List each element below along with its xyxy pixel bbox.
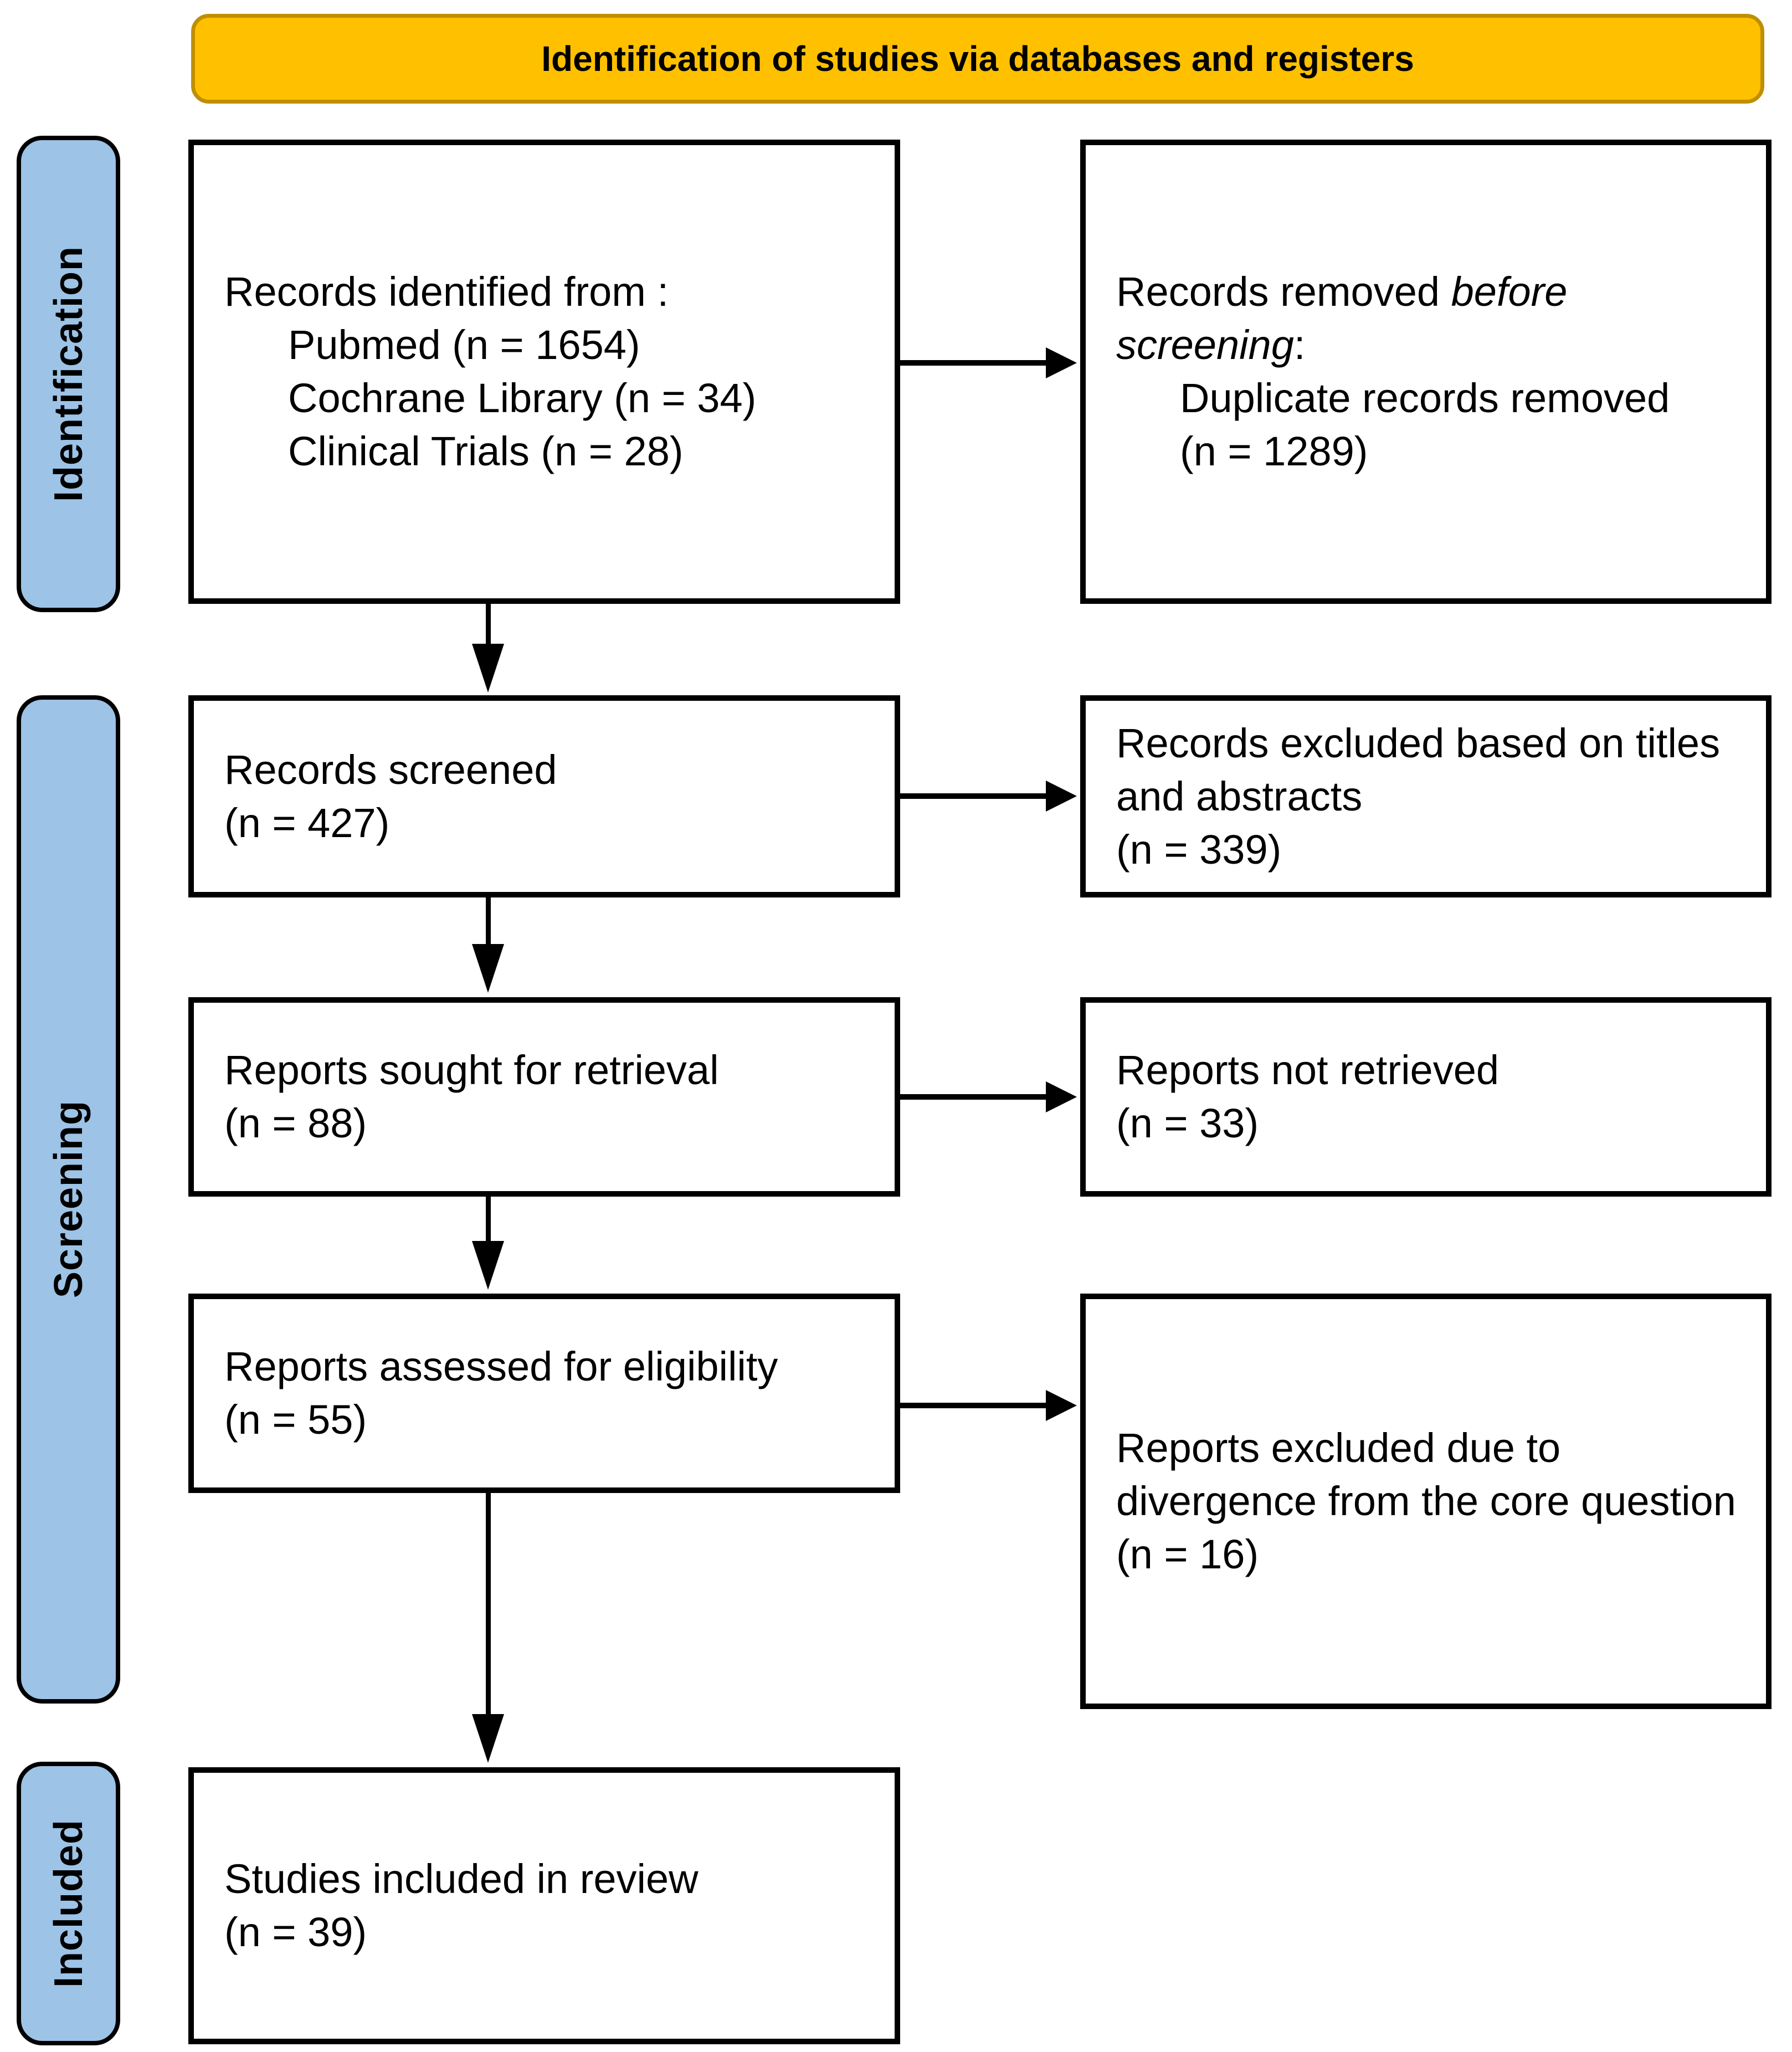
arrow-identified-to-screened-head bbox=[472, 644, 504, 692]
arrow-sought-to-assessed-head bbox=[472, 1241, 504, 1290]
records-removed-item-duplicates: Duplicate records removed bbox=[1180, 375, 1670, 421]
arrow-assessed-to-included-head bbox=[472, 1714, 504, 1763]
arrow-identified-to-removed-line bbox=[900, 360, 1047, 366]
records-removed-intro-pre: Records removed bbox=[1116, 269, 1451, 315]
stage-label-screening-text: Screening bbox=[46, 1100, 91, 1299]
stage-label-screening: Screening bbox=[17, 695, 120, 1704]
arrow-sought-to-notretrieved-head bbox=[1046, 1081, 1077, 1112]
records-identified-item-cochrane: Cochrane Library (n = 34) bbox=[288, 375, 757, 421]
reports-sought-text: Reports sought for retrieval bbox=[224, 1047, 719, 1093]
stage-label-included: Included bbox=[17, 1762, 120, 2045]
reports-excluded-divergence-text: Reports excluded due to divergence from … bbox=[1116, 1425, 1736, 1577]
records-excluded-count: (n = 339) bbox=[1116, 826, 1282, 873]
arrow-sought-to-assessed-line bbox=[486, 1197, 491, 1243]
box-records-removed-before-screening: Records removed before screening: Duplic… bbox=[1080, 140, 1772, 604]
reports-not-retrieved-text: Reports not retrieved bbox=[1116, 1047, 1500, 1093]
diagram-title: Identification of studies via databases … bbox=[541, 39, 1414, 79]
arrow-assessed-to-excluded-line bbox=[900, 1403, 1047, 1408]
records-screened-text: Records screened bbox=[224, 746, 557, 793]
reports-assessed-count: (n = 55) bbox=[224, 1397, 367, 1443]
box-reports-not-retrieved: Reports not retrieved (n = 33) bbox=[1080, 997, 1772, 1197]
box-records-identified: Records identified from : Pubmed (n = 16… bbox=[188, 140, 900, 604]
box-reports-excluded-divergence: Reports excluded due to divergence from … bbox=[1080, 1294, 1772, 1709]
stage-label-included-text: Included bbox=[46, 1819, 91, 1988]
arrow-identified-to-removed-head bbox=[1046, 347, 1077, 378]
studies-included-count: (n = 39) bbox=[224, 1909, 367, 1955]
reports-sought-count: (n = 88) bbox=[224, 1100, 367, 1146]
box-studies-included-review: Studies included in review (n = 39) bbox=[188, 1767, 900, 2044]
stage-label-identification: Identification bbox=[17, 136, 120, 612]
records-screened-count: (n = 427) bbox=[224, 799, 390, 846]
arrow-identified-to-screened-line bbox=[486, 604, 491, 647]
records-identified-item-pubmed: Pubmed (n = 1654) bbox=[288, 322, 640, 368]
studies-included-text: Studies included in review bbox=[224, 1856, 699, 1902]
records-removed-item-count: (n = 1289) bbox=[1180, 428, 1368, 474]
reports-assessed-text: Reports assessed for eligibility bbox=[224, 1343, 778, 1389]
arrow-screened-to-excluded-head bbox=[1046, 781, 1077, 812]
arrow-screened-to-sought-head bbox=[472, 944, 504, 993]
box-records-screened: Records screened (n = 427) bbox=[188, 695, 900, 897]
records-removed-intro-italic: before screening bbox=[1116, 269, 1568, 368]
records-removed-intro-post: : bbox=[1293, 322, 1306, 368]
box-reports-sought-retrieval: Reports sought for retrieval (n = 88) bbox=[188, 997, 900, 1197]
arrow-screened-to-excluded-line bbox=[900, 793, 1047, 799]
arrow-assessed-to-excluded-head bbox=[1046, 1390, 1077, 1421]
arrow-assessed-to-included-line bbox=[486, 1493, 491, 1716]
box-records-excluded-titles-abstracts: Records excluded based on titles and abs… bbox=[1080, 695, 1772, 897]
box-reports-assessed-eligibility: Reports assessed for eligibility (n = 55… bbox=[188, 1294, 900, 1493]
records-removed-intro: Records removed before screening: bbox=[1116, 265, 1741, 372]
diagram-title-banner: Identification of studies via databases … bbox=[191, 14, 1764, 104]
records-identified-intro: Records identified from : bbox=[224, 269, 669, 315]
arrow-sought-to-notretrieved-line bbox=[900, 1094, 1047, 1100]
records-excluded-text: Records excluded based on titles and abs… bbox=[1116, 720, 1721, 819]
stage-label-identification-text: Identification bbox=[46, 246, 91, 502]
records-identified-item-clinicaltrials: Clinical Trials (n = 28) bbox=[288, 428, 684, 474]
reports-not-retrieved-count: (n = 33) bbox=[1116, 1100, 1259, 1146]
arrow-screened-to-sought-line bbox=[486, 897, 491, 946]
